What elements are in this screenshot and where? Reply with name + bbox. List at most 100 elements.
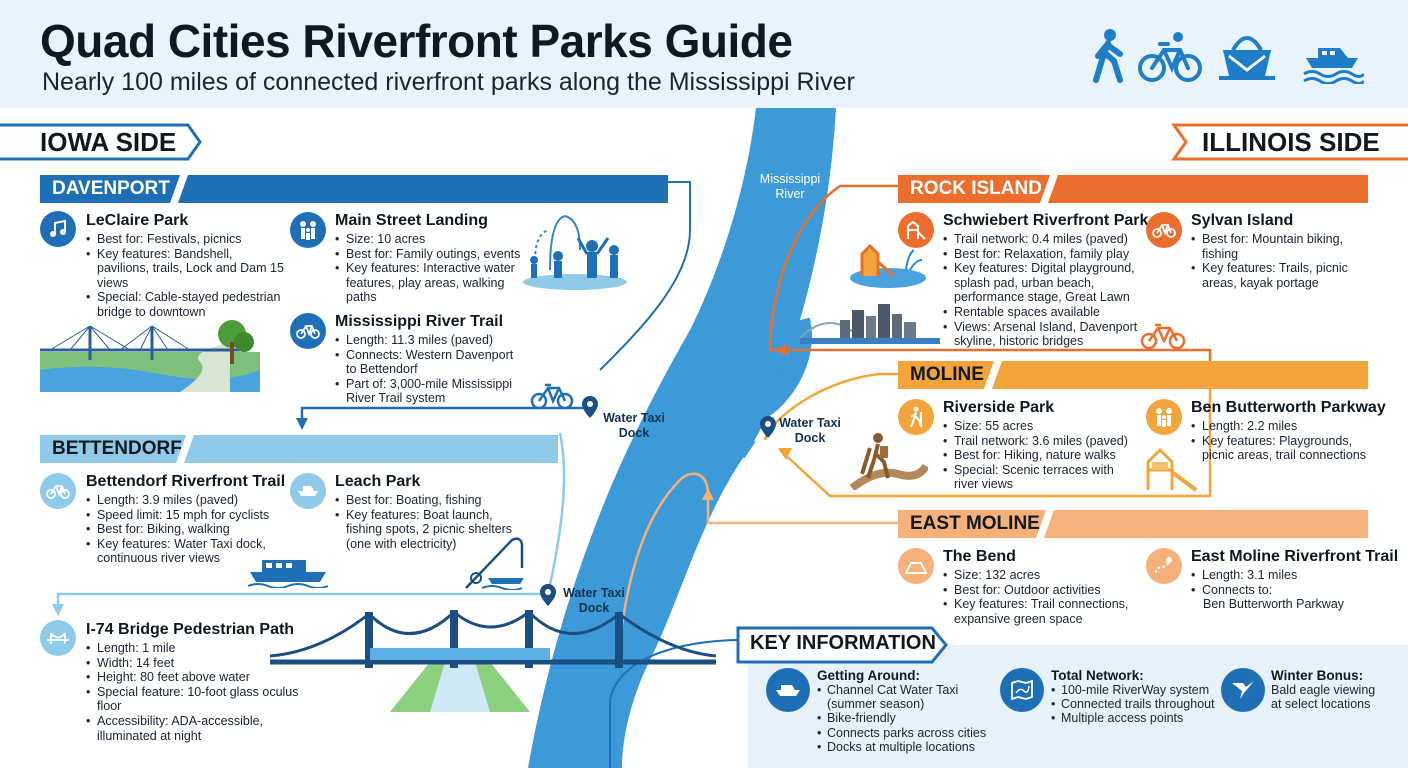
detail-item: Views: Arsenal Island, Davenport skyline… [943, 320, 1138, 349]
getting-around-title: Getting Around: [817, 668, 920, 683]
detail-item: Special: Cable-stayed pedestrian bridge … [86, 290, 286, 319]
detail-item: Key features: Trails, picnic areas, kaya… [1191, 261, 1361, 290]
winter-bonus-title: Winter Bonus: [1271, 668, 1364, 683]
family-icon [290, 212, 326, 248]
main-street-details: Size: 10 acres Best for: Family outings,… [335, 232, 525, 305]
bend-details: Size: 132 acres Best for: Outdoor activi… [943, 568, 1133, 626]
river-label: Mississippi River [759, 172, 821, 201]
detail-item: Size: 55 acres [943, 419, 1138, 434]
key-item: Channel Cat Water Taxi (summer season) [817, 683, 987, 711]
iowa-side-label: IOWA SIDE [40, 127, 177, 157]
detail-item: Size: 10 acres [335, 232, 525, 247]
bicycle-icon [530, 383, 574, 410]
hiker-icon [898, 399, 934, 435]
bicycle-icon [1146, 212, 1182, 248]
bridge-icon [40, 620, 76, 656]
river-trail-details: Length: 11.3 miles (paved) Connects: Wes… [335, 333, 525, 406]
total-network-title: Total Network: [1051, 668, 1144, 683]
detail-item: Speed limit: 15 mph for cyclists [86, 508, 286, 523]
key-info-banner [736, 626, 948, 664]
water-taxi-illustration [248, 560, 328, 588]
moline-bar [898, 361, 1368, 389]
cable-bridge-illustration [40, 320, 260, 392]
key-connector [609, 639, 741, 768]
i74-details: Length: 1 mile Width: 14 feet Height: 80… [86, 641, 326, 743]
bettendorf-trail-title: Bettendorf Riverfront Trail [86, 473, 286, 490]
i74-bridge-illustration [270, 609, 716, 712]
detail-item: Key features: Trail connections, expansi… [943, 597, 1133, 626]
detail-item: Best for: Mountain biking, fishing [1191, 232, 1361, 261]
arrow-head [296, 418, 308, 430]
detail-item: Best for: Outdoor activities [943, 583, 1133, 598]
mississippi-river [528, 108, 836, 768]
key-item: Bike-friendly [817, 711, 987, 725]
boat-icon [290, 473, 326, 509]
detail-item: Height: 80 feet above water [86, 670, 326, 685]
detail-item: Length: 11.3 miles (paved) [335, 333, 525, 348]
bend-title: The Bend [943, 548, 1016, 565]
em-trail-details: Length: 3.1 miles Connects to: [1191, 568, 1366, 597]
playground-icon [898, 212, 934, 248]
em-trail-connects-value: Ben Butterworth Parkway [1203, 597, 1345, 611]
key-item: Connects parks across cities [817, 726, 987, 740]
bettendorf-trail-details: Length: 3.9 miles (paved) Speed limit: 1… [86, 493, 286, 566]
getting-around-list: Channel Cat Water Taxi (summer season) B… [817, 683, 987, 754]
detail-item: Length: 1 mile [86, 641, 326, 656]
key-info-title: KEY INFORMATION [750, 632, 936, 654]
fishing-illustration [465, 537, 524, 590]
davenport-connector [599, 181, 691, 371]
detail-item: Key features: Boat launch, fishing spots… [335, 508, 520, 552]
detail-item: Best for: Boating, fishing [335, 493, 520, 508]
playground-illustration [1146, 447, 1198, 492]
arrow-head [774, 344, 788, 356]
detail-item: Connects to: [1191, 583, 1366, 598]
bicycle-icon [40, 473, 76, 509]
leclaire-title: LeClaire Park [86, 212, 189, 229]
water-taxi-icon [766, 668, 810, 712]
detail-item: Size: 132 acres [943, 568, 1133, 583]
green-space-icon [898, 548, 934, 584]
music-note-icon [40, 211, 76, 247]
detail-item: Length: 3.1 miles [1191, 568, 1366, 583]
detail-item: Width: 14 feet [86, 656, 326, 671]
detail-item: Key features: Water Taxi dock, continuou… [86, 537, 286, 566]
header-band: Quad Cities Riverfront Parks Guide Nearl… [0, 0, 1408, 108]
detail-item: Special: Scenic terraces with river view… [943, 463, 1138, 492]
riverside-title: Riverside Park [943, 399, 1055, 416]
detail-item: Key features: Interactive water features… [335, 261, 525, 305]
bettendorf-label: BETTENDORF [52, 438, 182, 459]
detail-item: Part of: 3,000-mile Mississippi River Tr… [335, 377, 525, 406]
detail-item: Best for: Relaxation, family play [943, 247, 1138, 262]
bicycle-icon [290, 313, 326, 349]
dock-pin-icon [540, 584, 556, 606]
illinois-banner [1171, 123, 1408, 161]
rock-island-connector [768, 184, 1212, 365]
east-moline-connector [618, 472, 908, 641]
river-trail-title: Mississippi River Trail [335, 313, 504, 330]
detail-item: Special feature: 10-foot glass oculus fl… [86, 685, 326, 714]
iowa-banner [0, 123, 202, 161]
bettendorf-bar [40, 435, 558, 463]
butterworth-title: Ben Butterworth Parkway [1191, 399, 1386, 416]
dock-label: Water Taxi Dock [603, 411, 665, 440]
page-title: Quad Cities Riverfront Parks Guide [40, 15, 793, 67]
davenport-label: DAVENPORT [52, 178, 170, 199]
picnic-basket-icon [1219, 36, 1275, 80]
page-subtitle: Nearly 100 miles of connected riverfront… [42, 68, 855, 96]
dock-label: Water Taxi Dock [563, 586, 625, 615]
bald-eagle-icon [1221, 668, 1265, 712]
sylvan-details: Best for: Mountain biking, fishing Key f… [1191, 232, 1361, 290]
city-skyline-illustration [800, 304, 940, 344]
detail-item: Length: 3.9 miles (paved) [86, 493, 286, 508]
illinois-side-label: ILLINOIS SIDE [1202, 127, 1380, 157]
detail-item: Key features: Playgrounds, picnic areas,… [1191, 434, 1366, 463]
winter-bonus-line: Bald eagle viewing [1271, 683, 1376, 697]
trail-connector [300, 406, 590, 426]
detail-item: Trail network: 3.6 miles (paved) [943, 434, 1138, 449]
family-icon [1146, 399, 1182, 435]
walking-icon [1093, 29, 1123, 83]
east-moline-label: EAST MOLINE [910, 513, 1040, 534]
main-street-title: Main Street Landing [335, 212, 488, 229]
dock-label: Water Taxi Dock [779, 416, 841, 445]
